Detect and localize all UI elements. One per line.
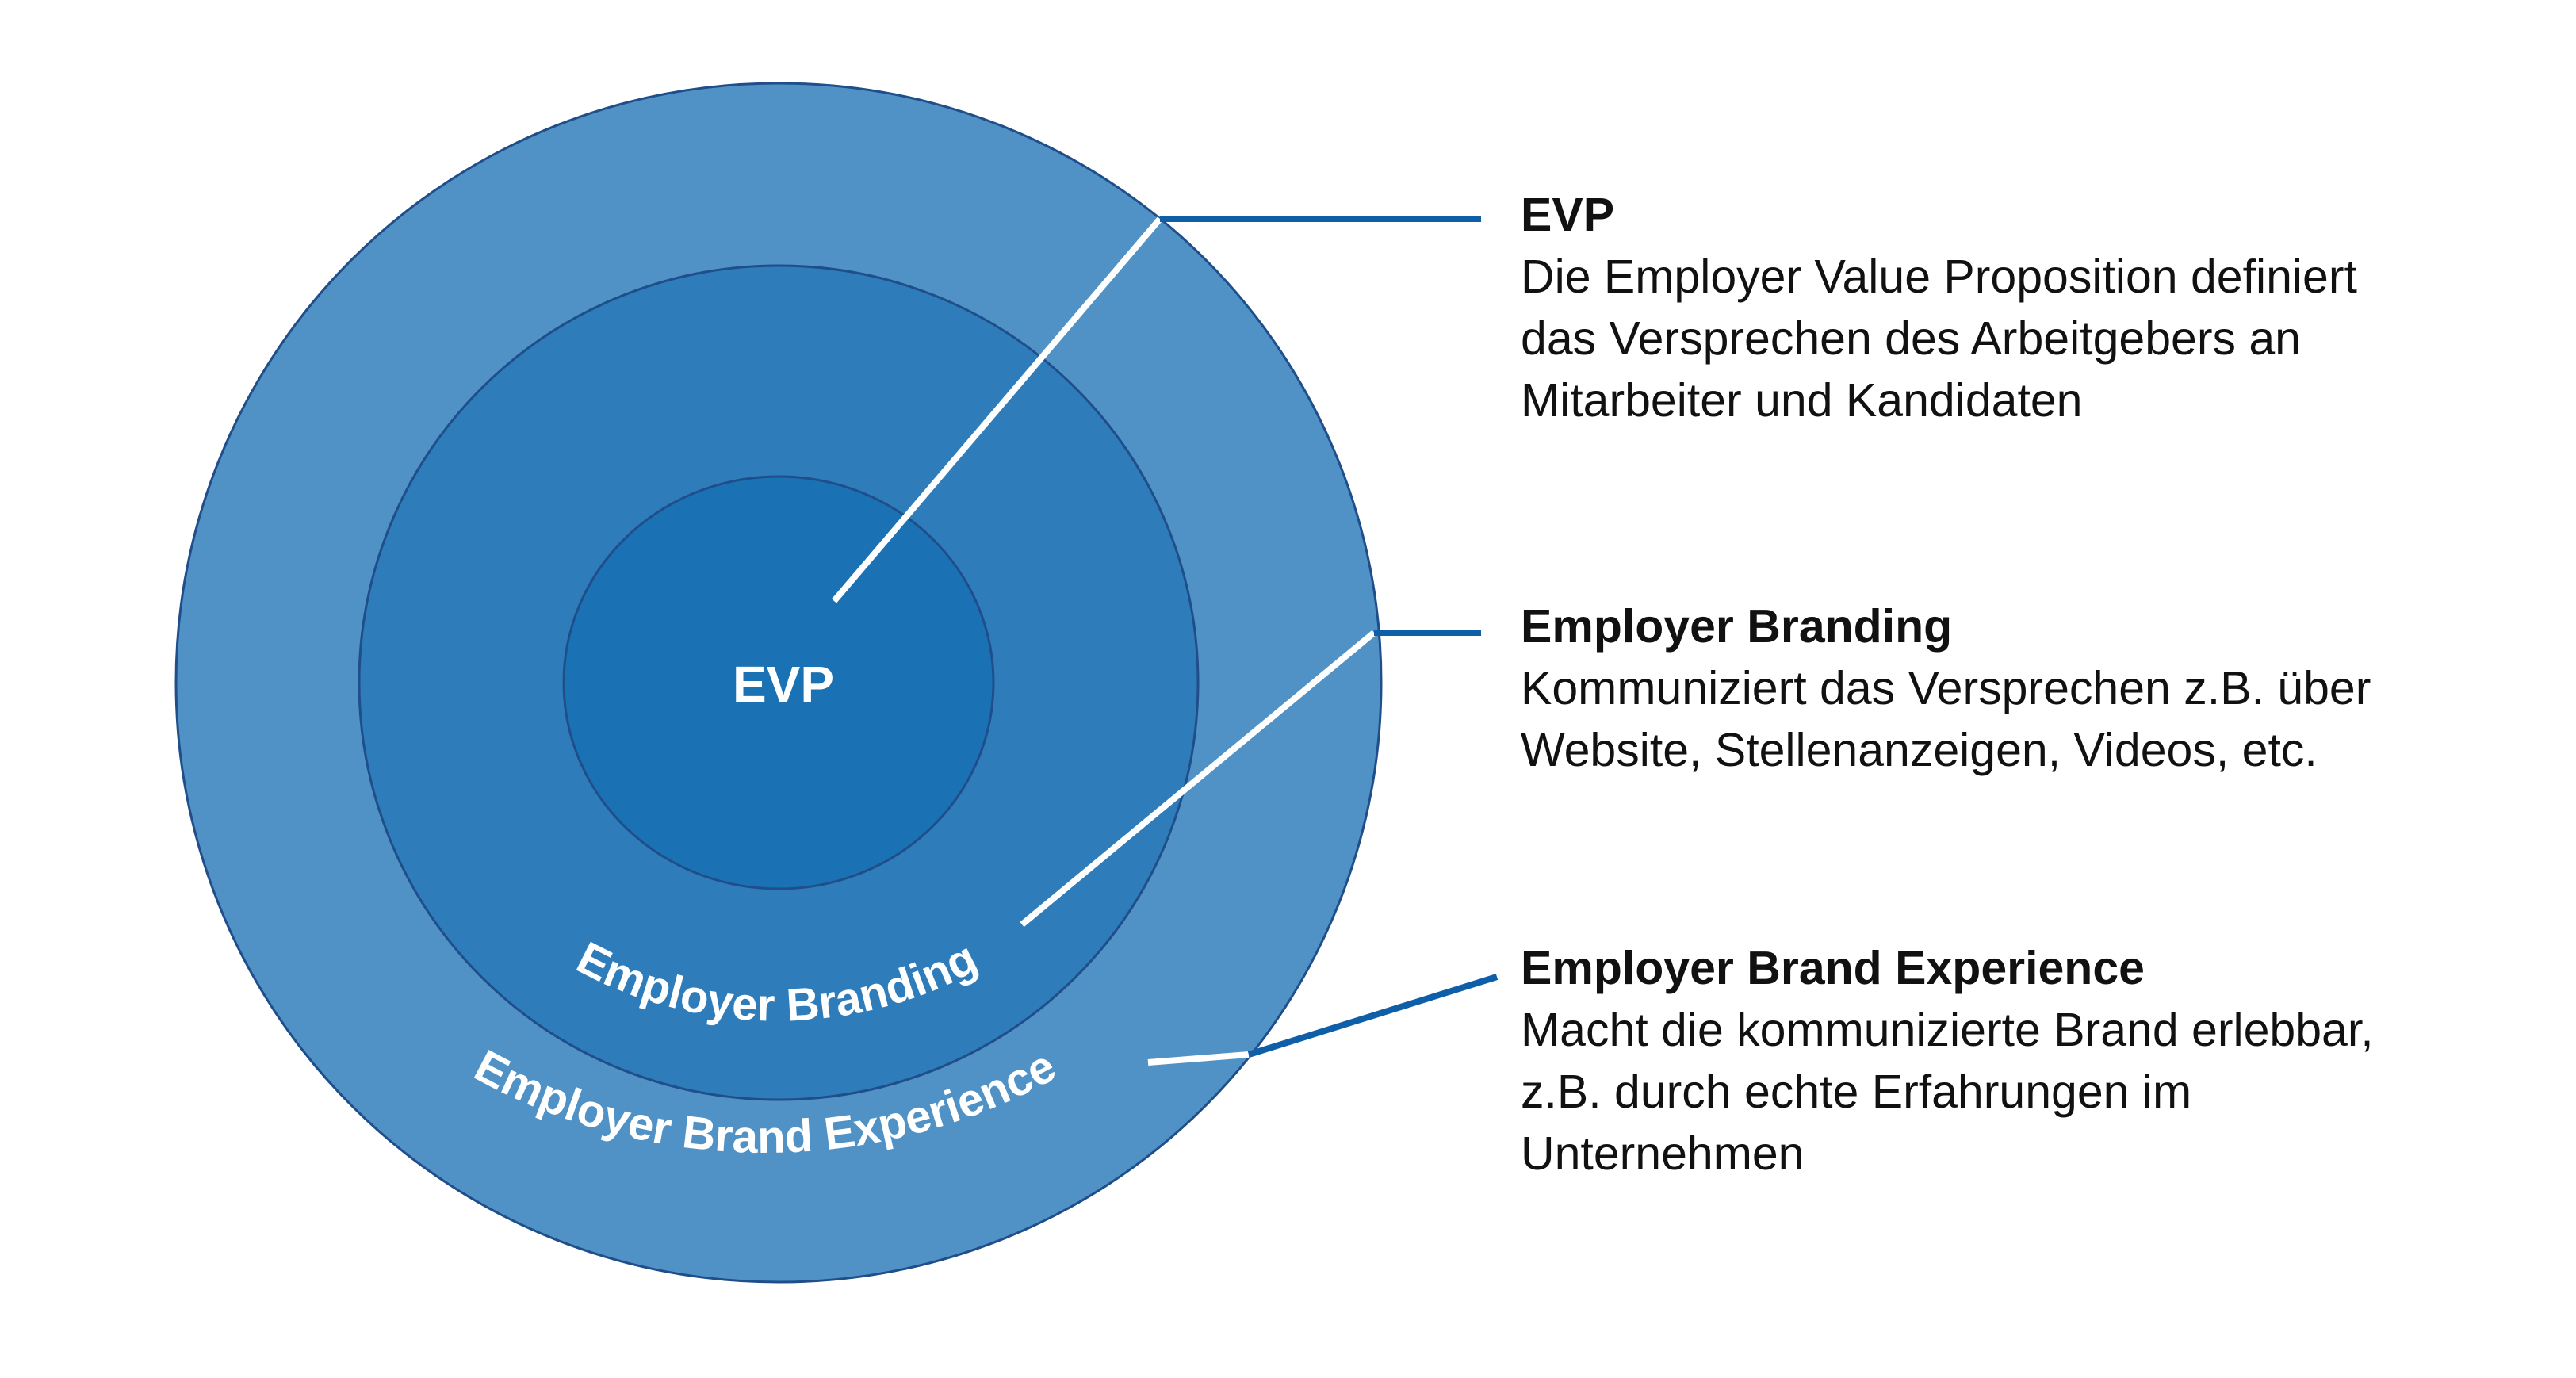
description-evp-title: EVP [1521,189,1615,241]
description-evp-line: Die Employer Value Proposition definiert [1521,251,2357,303]
description-employer-brand-experience-line: Macht die kommunizierte Brand erlebbar, [1521,1004,2374,1056]
core-label-evp: EVP [733,656,834,713]
leader-line-employer-brand-experience [1247,974,1499,1058]
pointer-line-employer-branding [1020,630,1376,928]
description-evp-line: Mitarbeiter und Kandidaten [1521,374,2083,427]
description-employer-branding-title: Employer Branding [1521,600,1953,653]
description-employer-brand-experience: Employer Brand Experience Macht die komm… [1521,937,2374,1185]
description-employer-branding-line: Kommuniziert das Versprechen z.B. über [1521,662,2371,714]
pointer-line-evp [831,216,1163,603]
description-employer-brand-experience-title: Employer Brand Experience [1521,942,2145,994]
description-evp-line: das Versprechen des Arbeitgebers an [1521,312,2301,365]
inner-circle-evp [562,475,995,890]
description-employer-brand-experience-line: z.B. durch echte Erfahrungen im [1521,1066,2192,1118]
description-employer-branding: Employer Branding Kommuniziert das Versp… [1521,595,2371,781]
description-employer-branding-line: Website, Stellenanzeigen, Videos, etc. [1521,724,2318,776]
description-evp: EVP Die Employer Value Proposition defin… [1521,184,2357,431]
pointer-line-employer-brand-experience [1147,1051,1250,1066]
description-employer-brand-experience-line: Unternehmen [1521,1127,1805,1180]
